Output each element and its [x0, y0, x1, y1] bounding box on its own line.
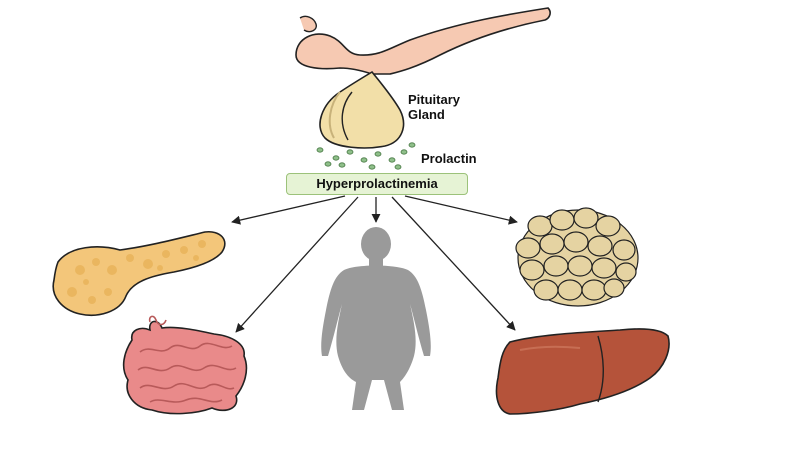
liver-icon	[495, 328, 670, 415]
hypothalamus-stalk-icon	[295, 7, 551, 75]
pituitary-label-line1: Pituitary	[408, 92, 461, 107]
arrows	[231, 195, 518, 333]
arrow-to-liver	[391, 196, 516, 331]
arrow-to-pancreas	[231, 195, 346, 225]
pituitary-gland-label: Pituitary Gland	[408, 92, 488, 122]
prolactin-dots-icon	[316, 142, 416, 170]
pituitary-label-line2: Gland	[408, 107, 445, 122]
intestine-icon	[122, 315, 248, 415]
adipose-tissue-icon	[515, 207, 639, 307]
hyperprolactinemia-box: Hyperprolactinemia	[286, 173, 468, 195]
pancreas-icon	[52, 230, 226, 316]
prolactin-label: Prolactin	[421, 151, 477, 166]
arrow-to-intestine	[235, 196, 359, 333]
human-body-icon	[321, 227, 431, 410]
pituitary-gland-icon	[319, 70, 405, 149]
arrow-to-adipose	[404, 195, 518, 225]
